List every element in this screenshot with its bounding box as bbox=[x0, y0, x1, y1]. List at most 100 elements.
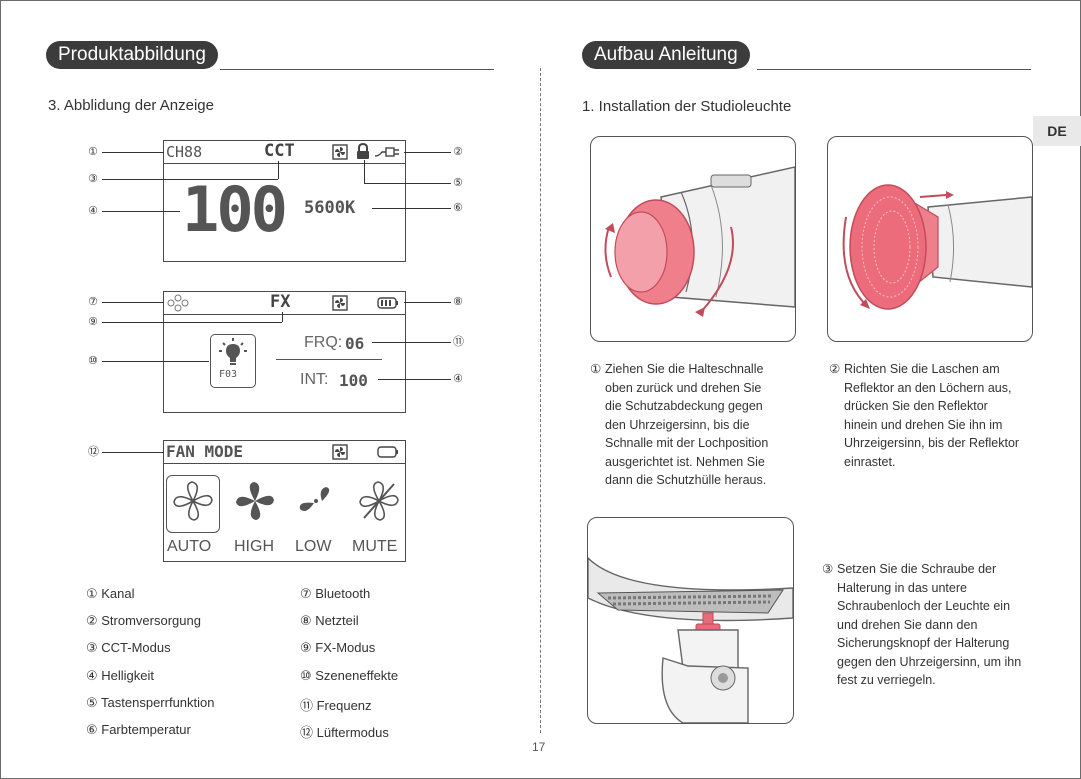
step-3-line-2: Halterung in das untere bbox=[837, 580, 967, 595]
callout-line-1 bbox=[102, 152, 164, 153]
legend-item-8: ⑧ Netzteil bbox=[300, 613, 359, 628]
legend-item-1: ① Kanal bbox=[86, 586, 135, 601]
callout-4b: ④ bbox=[453, 373, 463, 385]
cct-mode-label: CCT bbox=[264, 141, 295, 161]
callout-3: ③ bbox=[88, 173, 98, 185]
fx-separator bbox=[276, 359, 382, 360]
callout-2: ② bbox=[453, 146, 463, 158]
fan-auto-icon bbox=[173, 481, 213, 521]
fan-mode-title: FAN MODE bbox=[166, 442, 244, 461]
bluetooth-icon bbox=[167, 294, 189, 312]
callout-9: ⑨ bbox=[88, 316, 98, 328]
legend-item-6: ⑥ Farbtemperatur bbox=[86, 722, 191, 737]
callout-line-9 bbox=[102, 322, 282, 323]
language-tab: DE bbox=[1033, 116, 1081, 146]
header-rule-left bbox=[220, 69, 494, 70]
step-2-number: ② bbox=[829, 362, 841, 376]
callout-1: ① bbox=[88, 146, 98, 158]
step-2-line-1: Richten Sie die Laschen am bbox=[844, 362, 1000, 376]
color-temp-value: 5600K bbox=[304, 198, 356, 218]
step-1-line-4: den Uhrzeigersinn, bis die bbox=[605, 417, 750, 432]
page-divider bbox=[540, 68, 541, 733]
fan-auto-selected-box bbox=[166, 475, 220, 533]
legend-item-9: ⑨ FX-Modus bbox=[300, 640, 376, 655]
fan-option-high: HIGH bbox=[234, 538, 274, 555]
callout-11: ⑪ bbox=[453, 336, 464, 348]
step-2-line-2: Reflektor an den Löchern aus, bbox=[844, 380, 1012, 395]
callout-line-8 bbox=[404, 302, 451, 303]
step-3-line-1: Setzen Sie die Schraube der bbox=[837, 562, 997, 576]
legend-item-10: ⑩ Szeneneffekte bbox=[300, 668, 399, 683]
step-2-line-3: drücken Sie den Reflektor bbox=[844, 399, 988, 413]
fan-high-icon bbox=[236, 482, 274, 520]
fan-icon-fx bbox=[332, 295, 348, 311]
step-2-line-6: einrastet. bbox=[844, 454, 896, 469]
step-2-line-4: hinein und drehen Sie ihn im bbox=[844, 417, 1003, 432]
legend-item-2: ② Stromversorgung bbox=[86, 613, 201, 628]
lcd-status-bar-fx bbox=[164, 292, 405, 315]
lock-icon bbox=[357, 143, 369, 159]
light-cover-drawing bbox=[604, 166, 795, 317]
power-plug-icon bbox=[374, 147, 399, 157]
light-reflector-drawing bbox=[842, 184, 1032, 310]
callout-5: ⑤ bbox=[453, 177, 463, 189]
callout-line-5 bbox=[364, 183, 451, 184]
illustration-reflector bbox=[827, 136, 1033, 342]
int-value: 100 bbox=[339, 371, 368, 390]
step-3-line-5: Sicherungsknopf der Halterung bbox=[837, 636, 1010, 650]
step-3-line-6: gegen den Uhrzeigersinn, um ihn bbox=[837, 654, 1022, 669]
bulb-icon bbox=[219, 338, 247, 365]
callout-4: ④ bbox=[88, 205, 98, 217]
illustration-protective-cover bbox=[590, 136, 796, 342]
section-header-right: Aufbau Anleitung bbox=[582, 41, 750, 69]
light-mount-drawing bbox=[588, 557, 793, 723]
scene-effect-box: F03 bbox=[210, 334, 256, 388]
callout-line-11 bbox=[372, 342, 451, 343]
battery-icon bbox=[377, 297, 398, 309]
install-subheading: 1. Installation der Studioleuchte bbox=[582, 98, 792, 115]
step-1-number: ① bbox=[590, 362, 602, 376]
legend-item-12: ⑫ Lüftermodus bbox=[300, 725, 389, 740]
int-label: INT: bbox=[300, 371, 329, 388]
step-1-line-6: ausgerichtet ist. Nehmen Sie bbox=[605, 454, 765, 469]
callout-line-3 bbox=[102, 179, 278, 180]
lcd-status-bar bbox=[164, 141, 405, 164]
step-1-line-1: Ziehen Sie die Halteschnalle bbox=[605, 362, 764, 376]
fan-icon-fanmode bbox=[332, 444, 348, 460]
callout-line-4b bbox=[378, 379, 451, 380]
legend-item-7: ⑦ Bluetooth bbox=[300, 586, 371, 601]
fan-option-low: LOW bbox=[295, 538, 332, 555]
header-rule-right bbox=[757, 69, 1031, 70]
callout-line-12 bbox=[102, 452, 164, 453]
lcd-status-bar-fan bbox=[164, 441, 405, 464]
step-3-line-3: Schraubenloch der Leuchte ein bbox=[837, 599, 1011, 613]
fan-icon bbox=[332, 144, 348, 160]
display-subheading: 3. Abblidung der Anzeige bbox=[48, 97, 214, 114]
callout-line-6 bbox=[372, 208, 451, 209]
step-1-line-7: dann die Schutzhülle heraus. bbox=[605, 473, 767, 487]
legend-item-4: ④ Helligkeit bbox=[86, 668, 155, 683]
fan-option-auto: AUTO bbox=[167, 538, 212, 555]
callout-line-4 bbox=[102, 211, 180, 212]
legend-item-11: ⑪ Frequenz bbox=[300, 698, 372, 713]
callout-line-3-v bbox=[278, 161, 279, 179]
step-3-line-4: und drehen Sie dann den bbox=[837, 617, 978, 632]
effect-code: F03 bbox=[219, 369, 238, 380]
fan-option-mute: MUTE bbox=[352, 538, 398, 555]
step-2-line-5: Uhrzeigersinn, bis der Reflektor bbox=[844, 436, 1020, 450]
legend-item-3: ③ CCT-Modus bbox=[86, 640, 171, 655]
callout-line-7 bbox=[102, 302, 164, 303]
lcd-screen-cct: CH88 CCT 100 5600K bbox=[163, 140, 406, 262]
callout-line-5-v bbox=[364, 160, 365, 183]
section-header-left: Produktabbildung bbox=[46, 41, 218, 69]
callout-6: ⑥ bbox=[453, 202, 463, 214]
step-3-line-7: fest zu verriegeln. bbox=[837, 673, 936, 687]
frq-value: 06 bbox=[345, 334, 365, 353]
frq-label: FRQ: bbox=[304, 334, 343, 351]
step-1-line-3: die Schutzabdeckung gegen bbox=[605, 399, 763, 413]
step-1-line-2: oben zurück und drehen Sie bbox=[605, 380, 762, 395]
channel-label: CH88 bbox=[166, 143, 203, 161]
step-1-line-5: Schnalle mit der Lochposition bbox=[605, 436, 769, 450]
callout-line-9-v bbox=[282, 312, 283, 322]
